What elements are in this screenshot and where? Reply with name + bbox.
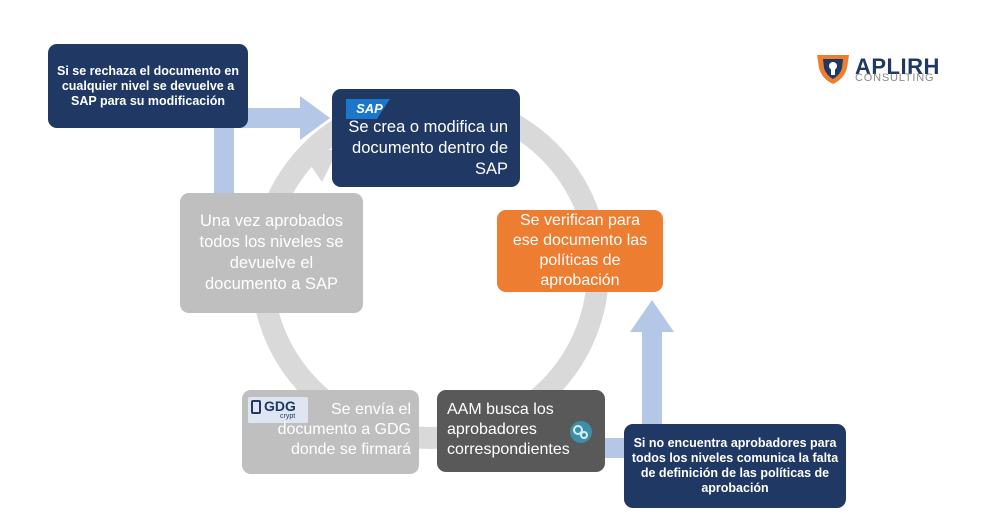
step-verify-text: Se verifican para ese documento las polí…: [512, 212, 648, 289]
note-no-approvers-text: Si no encuentra aprobadores para todos l…: [631, 436, 839, 495]
step-send-text: Se envía el documento a GDG donde se fir…: [277, 401, 411, 458]
noapprovers-arrowhead: [630, 300, 674, 332]
gdg-logo-text: GDG: [264, 398, 296, 414]
step-send-gdg: GDG crypt Se envía el documento a GDG do…: [242, 390, 419, 474]
logo-wordmark: APLIRH: [855, 54, 940, 79]
reject-arrowhead: [300, 96, 330, 140]
gears-icon: [570, 421, 592, 443]
step-create-text: Se crea o modifica un documento dentro d…: [348, 118, 508, 178]
step-search-approvers: AAM busca los aprobadores correspondient…: [437, 390, 605, 472]
lock-icon: [251, 400, 261, 414]
gdg-logo-subtext: crypt: [280, 413, 296, 420]
step-create-document: SAP Se crea o modifica un documento dent…: [332, 89, 520, 187]
aplirh-logo-icon: [817, 55, 849, 84]
step-return-to-sap: Una vez aprobados todos los niveles se d…: [180, 193, 363, 313]
step-search-text: AAM busca los aprobadores correspondient…: [447, 401, 570, 458]
ring-arrowhead: [300, 150, 338, 182]
note-rejected: Si se rechaza el documento en cualquier …: [48, 44, 248, 128]
step-return-text: Una vez aprobados todos los niveles se d…: [199, 212, 344, 293]
note-no-approvers: Si no encuentra aprobadores para todos l…: [624, 424, 846, 508]
gdg-logo-badge: GDG crypt: [248, 397, 308, 423]
sap-logo-badge: SAP: [346, 99, 390, 119]
step-verify-policies: Se verifican para ese documento las polí…: [497, 210, 663, 292]
note-rejected-text: Si se rechaza el documento en cualquier …: [56, 63, 239, 108]
logo-subtitle: CONSULTING: [855, 72, 935, 84]
